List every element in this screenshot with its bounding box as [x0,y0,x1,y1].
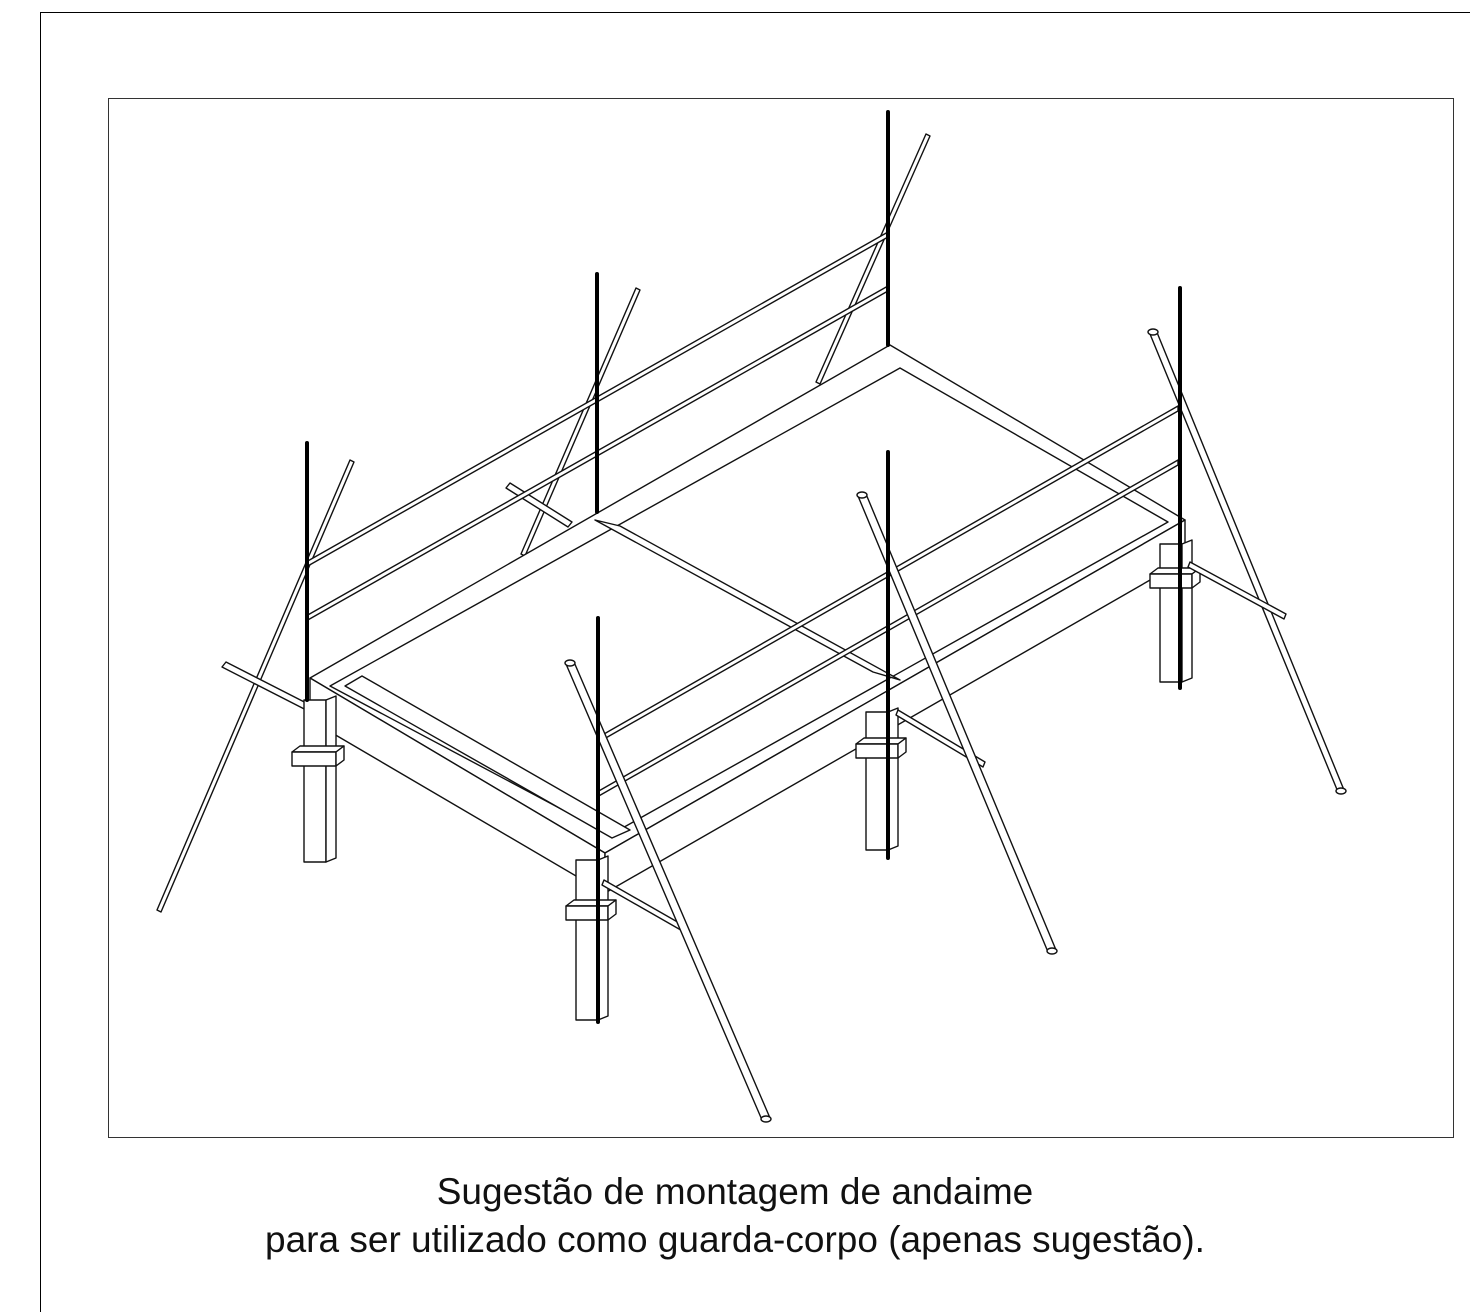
vertical-guard-posts [305,110,1182,1024]
front-ledgers [601,561,1287,934]
drawing-sheet [40,12,1470,1312]
caption-line-2: para ser utilizado como guarda-corpo (ap… [265,1219,1205,1260]
slab [309,344,1186,894]
caption-line-1: Sugestão de montagem de andaime [436,1171,1034,1212]
brace-tube-ends [564,328,1347,1123]
